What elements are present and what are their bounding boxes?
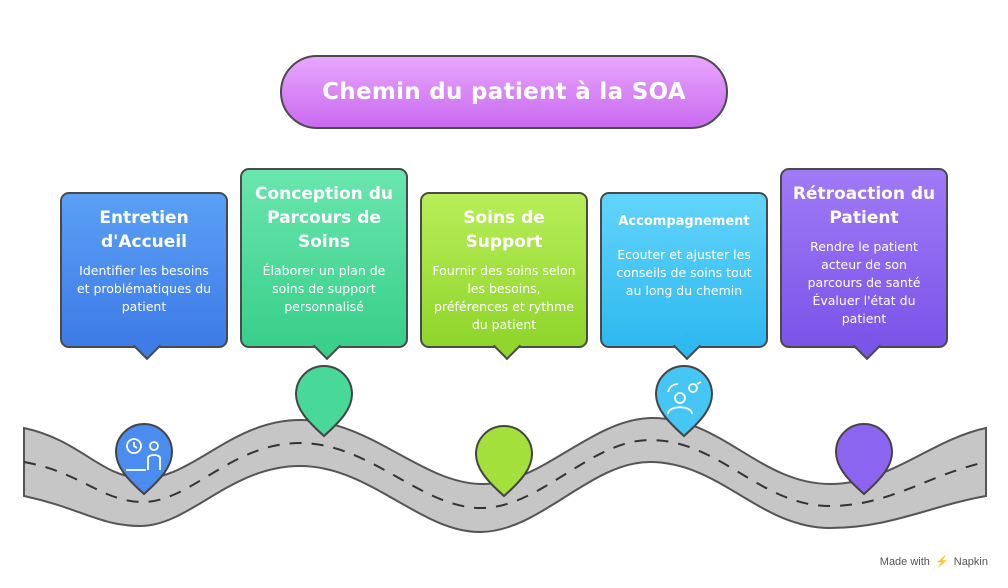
step-title: Accompagnement — [618, 214, 750, 229]
step-card-conception: Conception du Parcours de Soins Élaborer… — [240, 168, 408, 361]
marker-4 — [654, 365, 714, 438]
step-description: Élaborer un plan de soins de support per… — [262, 263, 386, 314]
step-description: Ecouter et ajuster les conseils de soins… — [616, 247, 752, 298]
credit-prefix: Made with — [879, 556, 930, 568]
step-title: Entretien d'Accueil — [99, 208, 189, 252]
step-description: Identifier les besoins et problématiques… — [76, 263, 212, 314]
diagram-title: Chemin du patient à la SOA — [322, 79, 686, 105]
title-banner: Chemin du patient à la SOA — [280, 55, 728, 129]
road-center-line — [23, 438, 987, 510]
credit-brand: Napkin — [953, 556, 988, 568]
step-description: Rendre le patient acteur de son parcours… — [807, 239, 921, 326]
step-card-soins: Soins de Support Fournir des soins selon… — [420, 192, 588, 361]
step-description: Fournir des soins selon les besoins, pré… — [432, 263, 576, 332]
step-card-accompagnement: Accompagnement Ecouter et ajuster les co… — [600, 192, 768, 361]
step-title: Soins de Support — [463, 208, 545, 252]
marker-1 — [114, 423, 174, 496]
napkin-credit[interactable]: Made with ⚡ Napkin — [880, 555, 988, 568]
step-card-entretien: Entretien d'Accueil Identifier les besoi… — [60, 192, 228, 361]
marker-5 — [834, 423, 894, 496]
marker-2 — [294, 365, 354, 438]
step-card-retroaction: Rétroaction du Patient Rendre le patient… — [780, 168, 948, 361]
step-title: Rétroaction du Patient — [792, 184, 936, 228]
napkin-logo-icon: ⚡ — [934, 556, 949, 568]
person-clock-icon — [126, 438, 161, 471]
marker-3 — [474, 425, 534, 498]
step-title: Conception du Parcours de Soins — [255, 184, 393, 252]
listening-person-icon — [667, 381, 702, 415]
